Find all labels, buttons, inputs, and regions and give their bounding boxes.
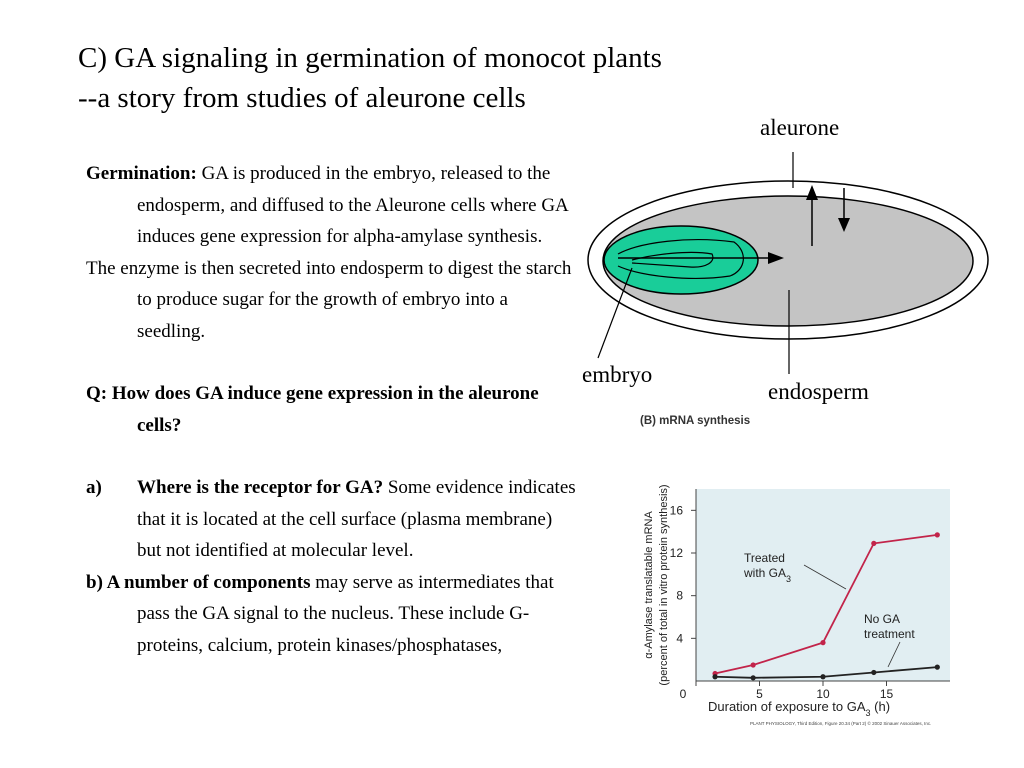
y-tick-label: 16 bbox=[670, 503, 684, 517]
germination-text-1: GA is produced in the embryo, released t… bbox=[137, 163, 568, 247]
item-a-marker: a) bbox=[86, 477, 102, 498]
data-point bbox=[934, 532, 940, 538]
question-paragraph: Q: How does GA induce gene expression in… bbox=[86, 383, 539, 436]
y-tick-label: 8 bbox=[676, 589, 683, 603]
data-point bbox=[871, 669, 877, 676]
x-tick-label: 10 bbox=[816, 687, 830, 701]
data-point bbox=[712, 674, 718, 680]
item-a-text: Some evidence indicates that it is locat… bbox=[137, 477, 576, 561]
enzyme-paragraph: The enzyme is then secreted into endospe… bbox=[86, 253, 576, 348]
body-text: Germination: GA is produced in the embry… bbox=[86, 158, 576, 661]
data-point bbox=[934, 664, 940, 670]
item-a-paragraph: a) Where is the receptor for GA? Some evi… bbox=[86, 472, 576, 567]
x-axis-label: Duration of exposure to GA3 (h) bbox=[708, 699, 890, 718]
embryo-label: embryo bbox=[582, 362, 653, 387]
embryo-ellipse bbox=[603, 225, 759, 295]
mrna-synthesis-chart: (B) mRNA synthesis 4 8 12 16 0 5 10 15 α-Amylas… bbox=[640, 415, 950, 726]
data-point bbox=[750, 662, 756, 668]
plot-background bbox=[696, 489, 950, 681]
data-point bbox=[820, 674, 826, 680]
endosperm-label: endosperm bbox=[768, 379, 869, 404]
slide-title-line2: --a story from studies of aleurone cells bbox=[78, 82, 526, 114]
embryo-inner-core bbox=[631, 251, 714, 268]
x-tick-label: 5 bbox=[756, 687, 763, 701]
up-arrow-head bbox=[806, 185, 818, 200]
germination-paragraph: Germination: GA is produced in the embry… bbox=[86, 158, 576, 253]
data-point bbox=[750, 675, 756, 681]
data-point bbox=[871, 540, 877, 546]
embryo-inner-outline bbox=[617, 239, 744, 279]
panel-label: (B) mRNA synthesis bbox=[640, 415, 750, 427]
figure-credit: PLANT PHYSIOLOGY, Third Edition, Figure … bbox=[750, 720, 931, 726]
treated-annotation-line2: with GA3 bbox=[743, 566, 791, 584]
no-ga-annotation-line1: No GA bbox=[864, 612, 900, 626]
item-b-bold: b) A number of components bbox=[86, 571, 311, 593]
item-b-text: may serve as intermediates that pass the… bbox=[137, 571, 554, 656]
y-axis-label-line1: α-Amylase translatable mRNA bbox=[643, 511, 655, 659]
item-b-paragraph: b) A number of components may serve as i… bbox=[86, 567, 576, 662]
axis-ticks: 4 8 12 16 0 5 10 15 bbox=[670, 503, 894, 701]
treated-annotation-pointer bbox=[803, 564, 847, 590]
chart-series bbox=[712, 532, 940, 681]
data-point bbox=[820, 640, 826, 646]
x-tick-label: 0 bbox=[680, 687, 687, 701]
treated-annotation-line1: Treated bbox=[744, 551, 785, 565]
no-ga-annotation-pointer bbox=[887, 641, 901, 668]
embryo-pointer bbox=[597, 267, 633, 359]
no-ga-annotation-line2: treatment bbox=[864, 627, 915, 641]
embryo-arrow-head bbox=[768, 252, 784, 264]
germination-text-2: The enzyme is then secreted into endospe… bbox=[86, 257, 572, 342]
slide-title-line1: C) GA signaling in germination of monoco… bbox=[78, 42, 662, 74]
y-tick-label: 4 bbox=[676, 631, 683, 645]
y-tick-label: 12 bbox=[670, 546, 684, 560]
slide-title: C) GA signaling in germination of monoco… bbox=[78, 38, 662, 118]
x-tick-label: 15 bbox=[880, 687, 894, 701]
aleurone-label: aleurone bbox=[760, 115, 840, 140]
item-a-bold: Where is the receptor for GA? bbox=[137, 477, 384, 498]
germination-label: Germination: bbox=[86, 163, 197, 184]
y-axis-label-line2: (percent of total in vitro protein synth… bbox=[658, 484, 670, 685]
down-arrow-head bbox=[838, 218, 850, 232]
